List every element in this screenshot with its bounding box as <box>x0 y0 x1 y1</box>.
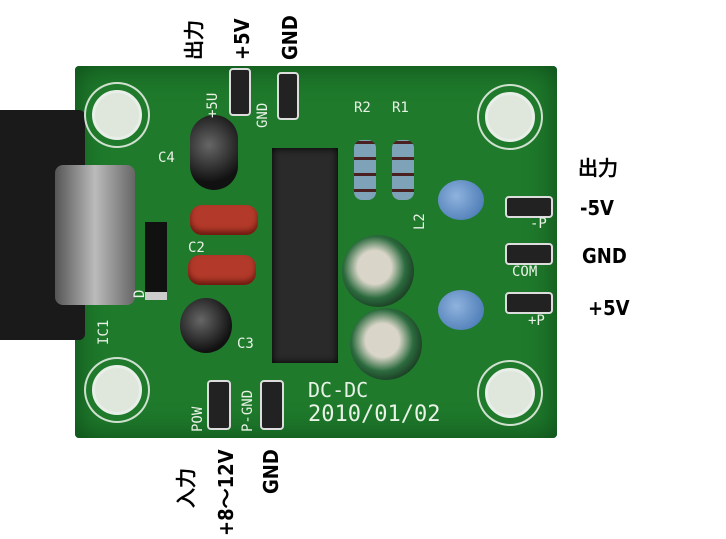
silk-d: D <box>132 289 148 298</box>
silk-p-gnd: P-GND <box>240 389 256 432</box>
label-bottom-gnd: GND <box>259 449 283 494</box>
diode <box>145 222 167 300</box>
inductor-l2 <box>438 180 484 220</box>
mount-hole <box>92 90 142 140</box>
inductor-l1 <box>438 290 484 330</box>
silk-l2: L2 <box>412 213 428 230</box>
label-bottom-input: 入力 <box>174 468 198 508</box>
header-pin-minus-p <box>505 196 553 218</box>
silk-minus-p: -P <box>530 216 547 232</box>
label-bottom-voltage: +8～12V <box>214 449 238 536</box>
silk-c4: C4 <box>158 150 175 166</box>
label-top-gnd: GND <box>278 15 302 60</box>
header-pin-gnd-top <box>277 72 299 120</box>
silk-gnd-top: GND <box>255 102 271 128</box>
label-right-plus5v: +5V <box>588 296 630 320</box>
silk-c3: C3 <box>237 336 254 352</box>
mount-hole <box>485 92 535 142</box>
capacitor-c2 <box>188 255 256 285</box>
silk-board-name: DC-DC <box>308 378 369 402</box>
silk-board-date: 2010/01/02 <box>308 402 441 427</box>
resistor-r1 <box>392 140 414 200</box>
silk-ic1: IC1 <box>96 319 112 345</box>
capacitor <box>342 235 414 307</box>
silk-r2: R2 <box>354 100 371 116</box>
capacitor-c1 <box>190 205 258 235</box>
header-pin-com <box>505 243 553 265</box>
label-right-gnd: GND <box>582 244 627 268</box>
silk-r1: R1 <box>392 100 409 116</box>
header-pin-plus5v-top <box>229 68 251 116</box>
silk-plus-p: +P <box>528 313 545 329</box>
header-pin-plus-p <box>505 292 553 314</box>
capacitor-c4 <box>190 115 238 190</box>
silk-com: COM <box>512 264 538 280</box>
label-right-minus5v: -5V <box>580 196 614 220</box>
dc-dc-module <box>272 148 338 363</box>
label-top-output: 出力 <box>182 20 206 60</box>
silk-pow: POW <box>190 406 206 432</box>
jack-socket <box>55 165 135 305</box>
label-top-plus5v: +5V <box>230 18 254 60</box>
capacitor <box>350 308 422 380</box>
header-pin-pow <box>207 380 231 430</box>
capacitor-c3 <box>180 298 232 353</box>
silk-plus5u: +5U <box>205 92 221 118</box>
resistor-r2 <box>354 140 376 200</box>
mount-hole <box>92 365 142 415</box>
label-right-output: 出力 <box>578 156 618 180</box>
silk-c2: C2 <box>188 240 205 256</box>
mount-hole <box>485 368 535 418</box>
header-pin-p-gnd <box>260 380 284 430</box>
